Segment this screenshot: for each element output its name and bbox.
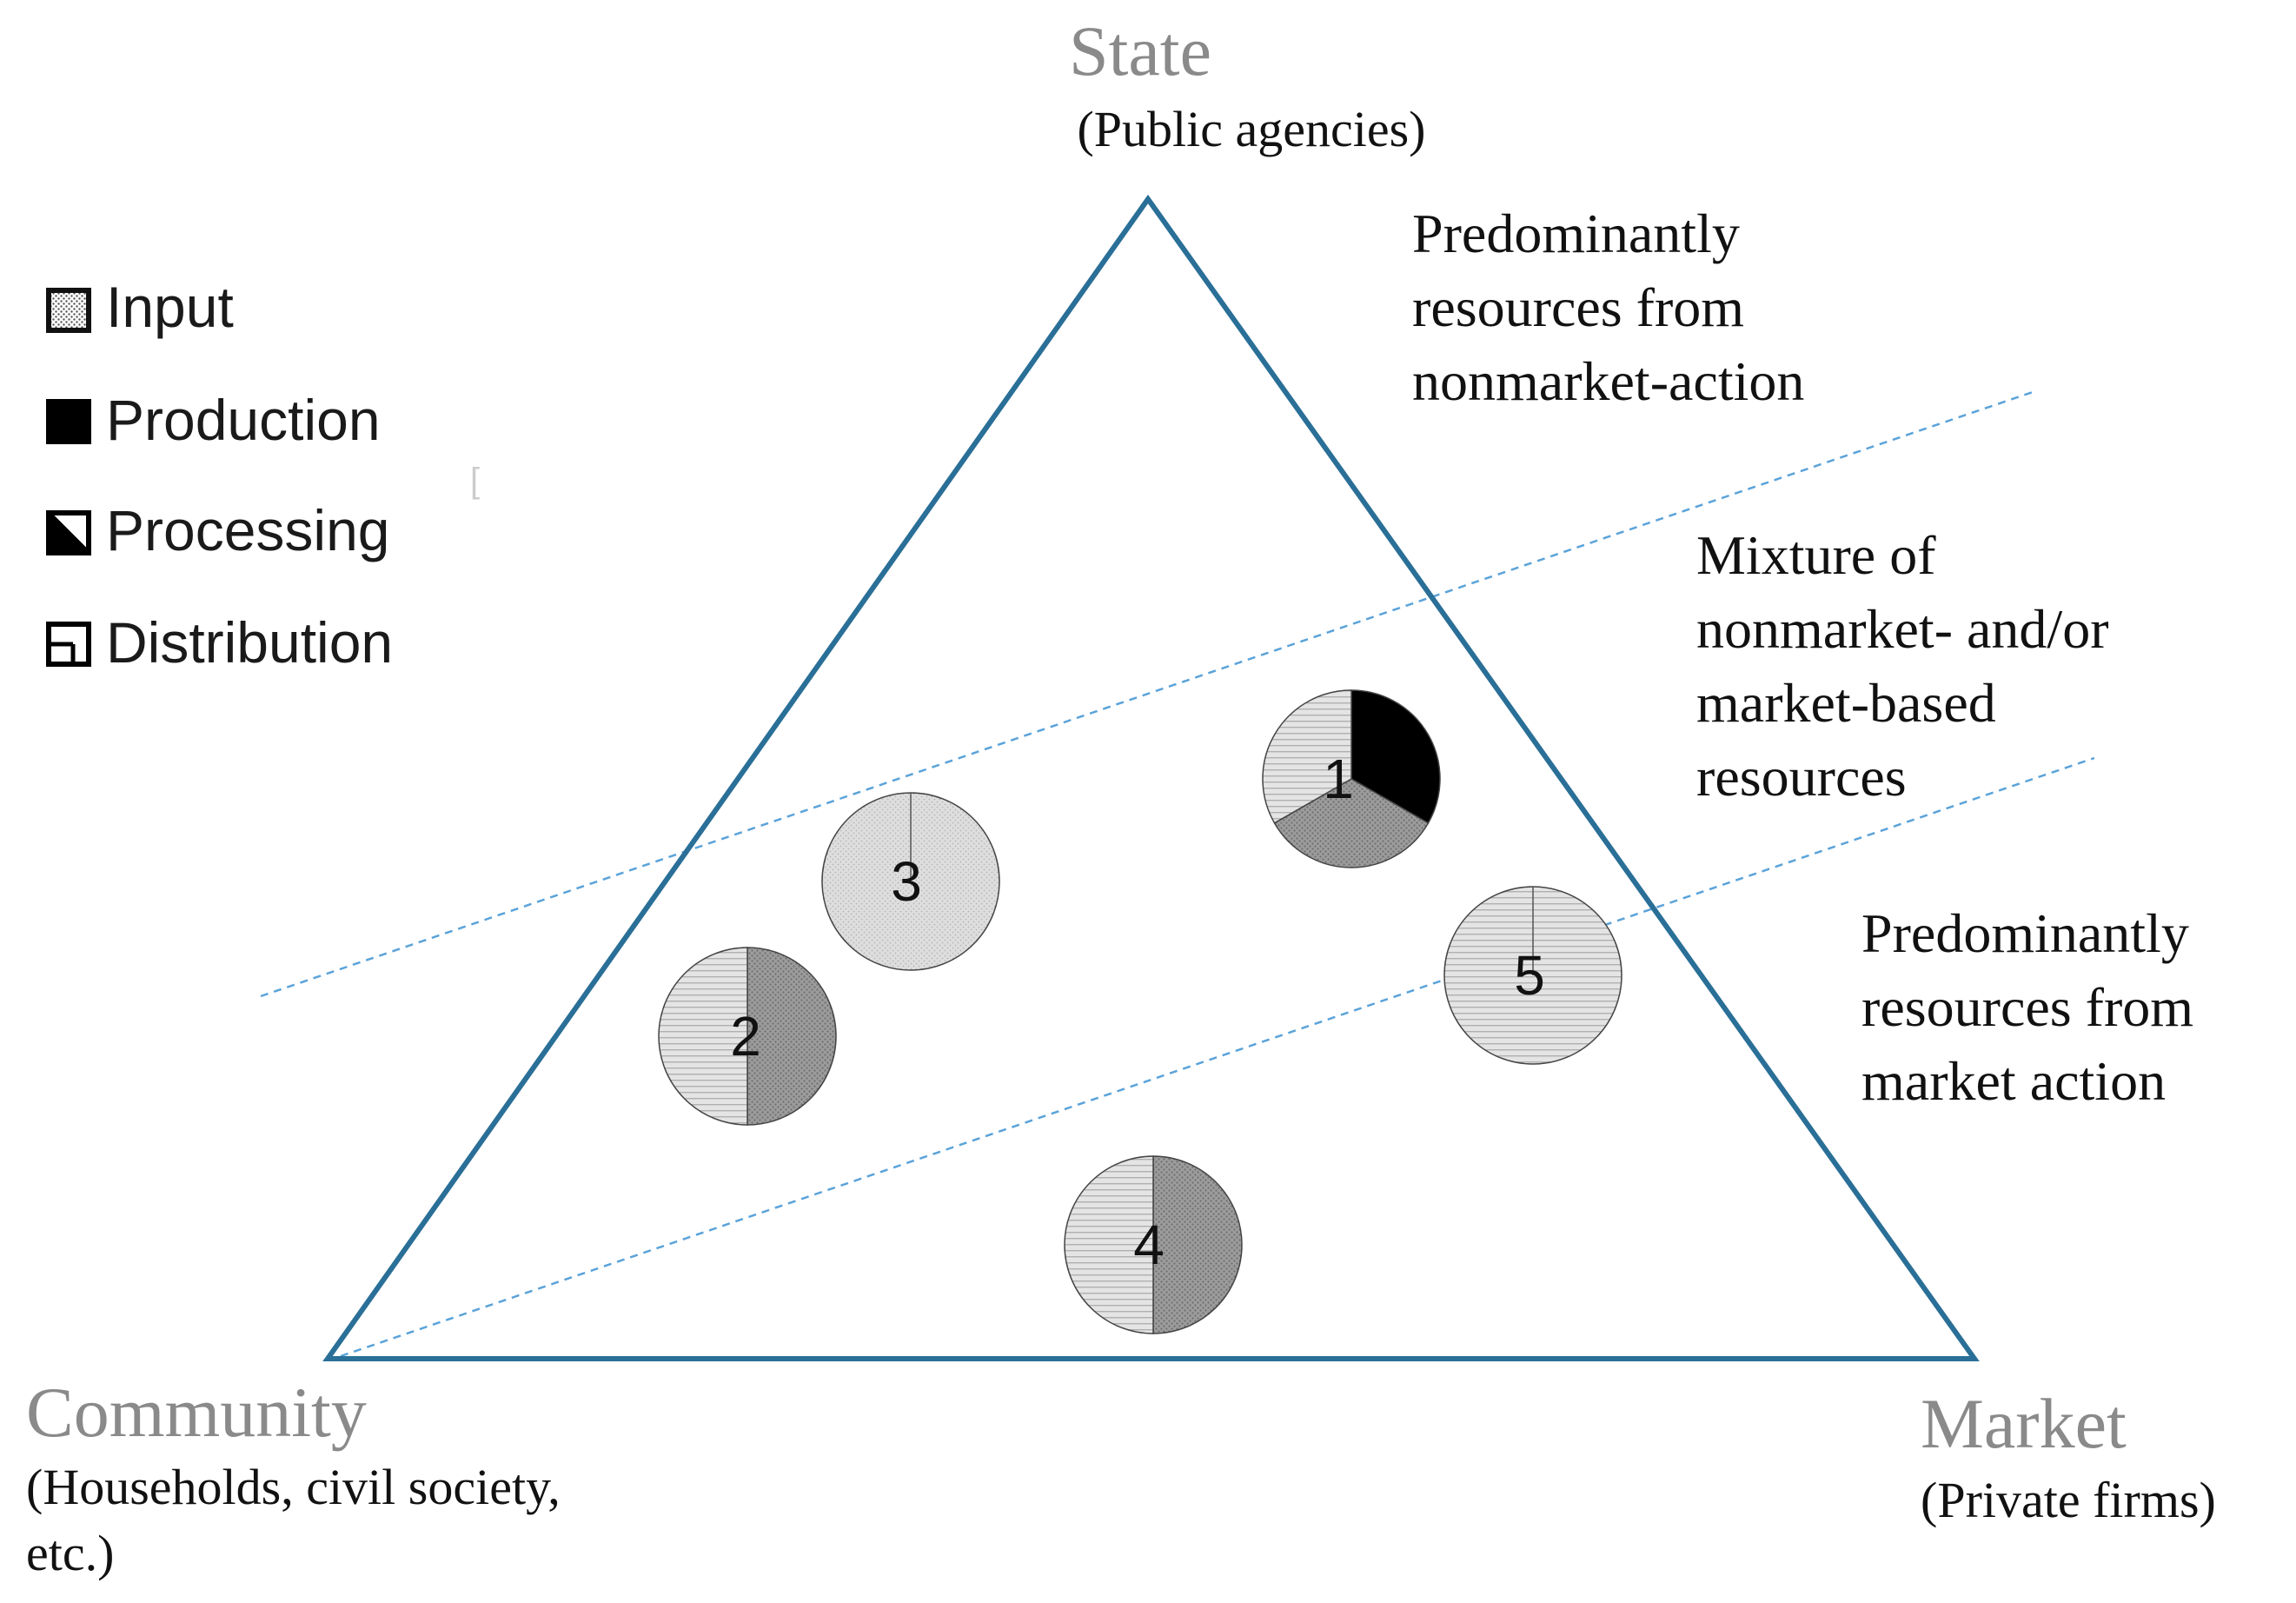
svg-text:Production: Production: [106, 388, 381, 452]
market-title: Market: [1921, 1384, 2127, 1463]
svg-text:Mixture of: Mixture of: [1696, 524, 1936, 586]
state-subtitle: (Public agencies): [1077, 101, 1425, 157]
svg-text:resources: resources: [1696, 746, 1907, 808]
svg-text:Input: Input: [106, 275, 234, 339]
pie-chart-4: 4: [1064, 1155, 1243, 1334]
svg-text:resources from: resources from: [1412, 276, 1744, 338]
pie-chart-5: 5: [1443, 886, 1622, 1065]
pie-1-slice-solid-black: [1350, 689, 1441, 824]
divider-line-lower: [340, 756, 2095, 1358]
pie-chart-1: 1: [1262, 689, 1441, 868]
pie-1-number: 1: [1323, 748, 1354, 810]
svg-text:Distribution: Distribution: [106, 610, 393, 675]
community-title: Community: [26, 1373, 367, 1452]
stray-bracket: [: [470, 462, 480, 500]
svg-text:Predominantly: Predominantly: [1861, 902, 2189, 964]
divider-line-upper: [260, 389, 2036, 998]
svg-text:nonmarket-action: nonmarket-action: [1412, 350, 1804, 412]
zone-mixture-label: Mixture of nonmarket- and/or market-base…: [1696, 524, 2109, 808]
pie-4-slice-dark-dots: [1152, 1155, 1243, 1334]
pie-2-slice-dark-dots: [747, 947, 837, 1126]
svg-text:Processing: Processing: [106, 498, 390, 562]
diagram-triangle: [322, 194, 1980, 1361]
svg-text:nonmarket- and/or: nonmarket- and/or: [1696, 598, 2109, 660]
pie-charts: 1 2 3 4 5: [658, 689, 1622, 1334]
production-swatch-icon: [46, 399, 91, 444]
pie-4-slice-horizontal-lines: [1064, 1155, 1154, 1334]
zone-nonmarket-label: Predominantly resources from nonmarket-a…: [1412, 203, 1804, 412]
legend-item-production: Production: [46, 388, 381, 452]
pie-chart-3: 3: [821, 792, 1000, 971]
svg-text:Predominantly: Predominantly: [1412, 203, 1740, 264]
pie-chart-2: 2: [658, 947, 837, 1126]
market-subtitle: (Private firms): [1921, 1472, 2216, 1528]
pie-3-number: 3: [891, 850, 922, 913]
svg-text:market action: market action: [1861, 1050, 2166, 1112]
svg-text:market-based: market-based: [1696, 672, 1996, 734]
legend-item-processing: Processing: [46, 498, 390, 562]
community-subtitle-line2: etc.): [26, 1525, 114, 1581]
community-subtitle-line1: (Households, civil society,: [26, 1459, 561, 1515]
pie-4-number: 4: [1133, 1214, 1165, 1276]
zone-market-label: Predominantly resources from market acti…: [1861, 902, 2193, 1112]
state-title: State: [1069, 11, 1211, 90]
svg-text:resources from: resources from: [1861, 976, 2193, 1038]
legend-item-distribution: Distribution: [46, 610, 393, 675]
pie-2-slice-horizontal-lines: [658, 947, 748, 1126]
pie-5-number: 5: [1514, 944, 1545, 1007]
pie-2-number: 2: [730, 1005, 761, 1068]
legend: Input Production Processing Distribution…: [46, 275, 480, 675]
input-swatch-icon: [46, 288, 91, 333]
legend-item-input: Input: [46, 275, 234, 339]
pie-1-slice-horizontal-lines: [1262, 689, 1352, 824]
